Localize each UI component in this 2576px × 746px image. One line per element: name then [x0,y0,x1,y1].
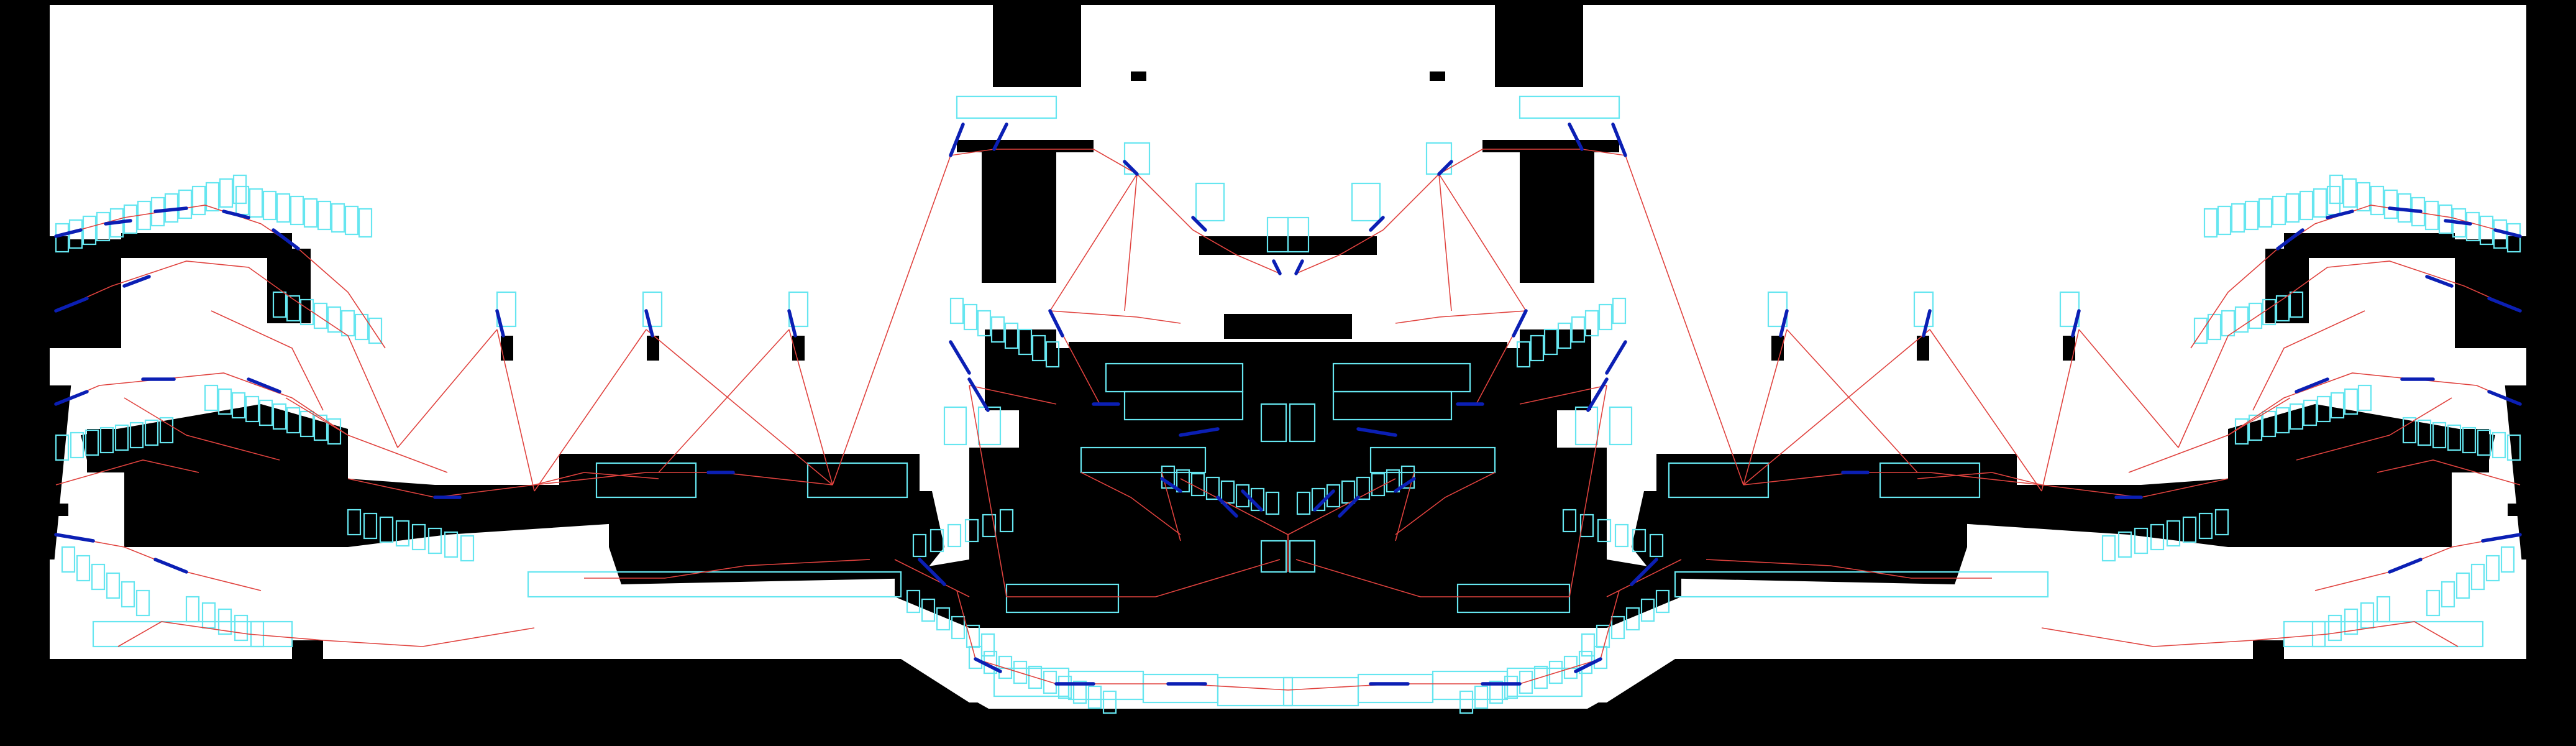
obstacle-right-21 [2098,485,2114,504]
obstacle-left-2 [957,140,1094,152]
obstacle-left-30 [0,740,1288,746]
obstacle-left-18 [501,336,513,361]
obstacle-left-21 [462,485,478,504]
obstacle-left-27 [50,504,68,516]
obstacle-left-25 [50,292,68,305]
obstacle-right-0 [1495,5,1583,87]
obstacle-left-8 [609,491,944,584]
obstacle-left-0 [993,5,1081,87]
obstacle-right-16 [1288,342,1507,370]
obstacle-left-16 [1069,342,1288,370]
obstacle-right-15 [1288,314,1352,339]
obstacle-left-28 [0,0,50,746]
obstacle-left-23 [292,640,323,671]
obstacle-left-13 [1025,535,1112,556]
obstacle-right-10 [2284,671,2526,746]
obstacle-right-17 [1430,71,1445,81]
obstacle-left-4 [121,233,292,258]
obstacle-right-28 [2526,0,2576,746]
obstacle-right-25 [2508,292,2526,305]
obstacle-left-24 [50,236,68,249]
obstacle-left-17 [1131,71,1146,81]
obstacle-right-22 [1837,485,1849,504]
obstacle-left-15 [1224,314,1288,339]
obstacle-right-1 [1520,143,1594,283]
obstacle-right-30 [1288,740,2576,746]
obstacle-right-29 [1288,0,2576,5]
obstacle-right-27 [2508,504,2526,516]
obstacle-right-24 [2508,236,2526,249]
obstacle-right-8 [1632,491,1967,584]
obstacle-right-13 [1464,535,1551,556]
obstacle-left-22 [727,485,739,504]
obstacle-left-1 [982,143,1056,283]
obstacle-right-18 [2063,336,2075,361]
obstacle-right-23 [2253,640,2284,671]
obstacle-left-10 [50,671,292,746]
obstacle-left-29 [0,0,1288,5]
obstacle-right-2 [1482,140,1619,152]
obstacle-right-4 [2284,233,2455,258]
